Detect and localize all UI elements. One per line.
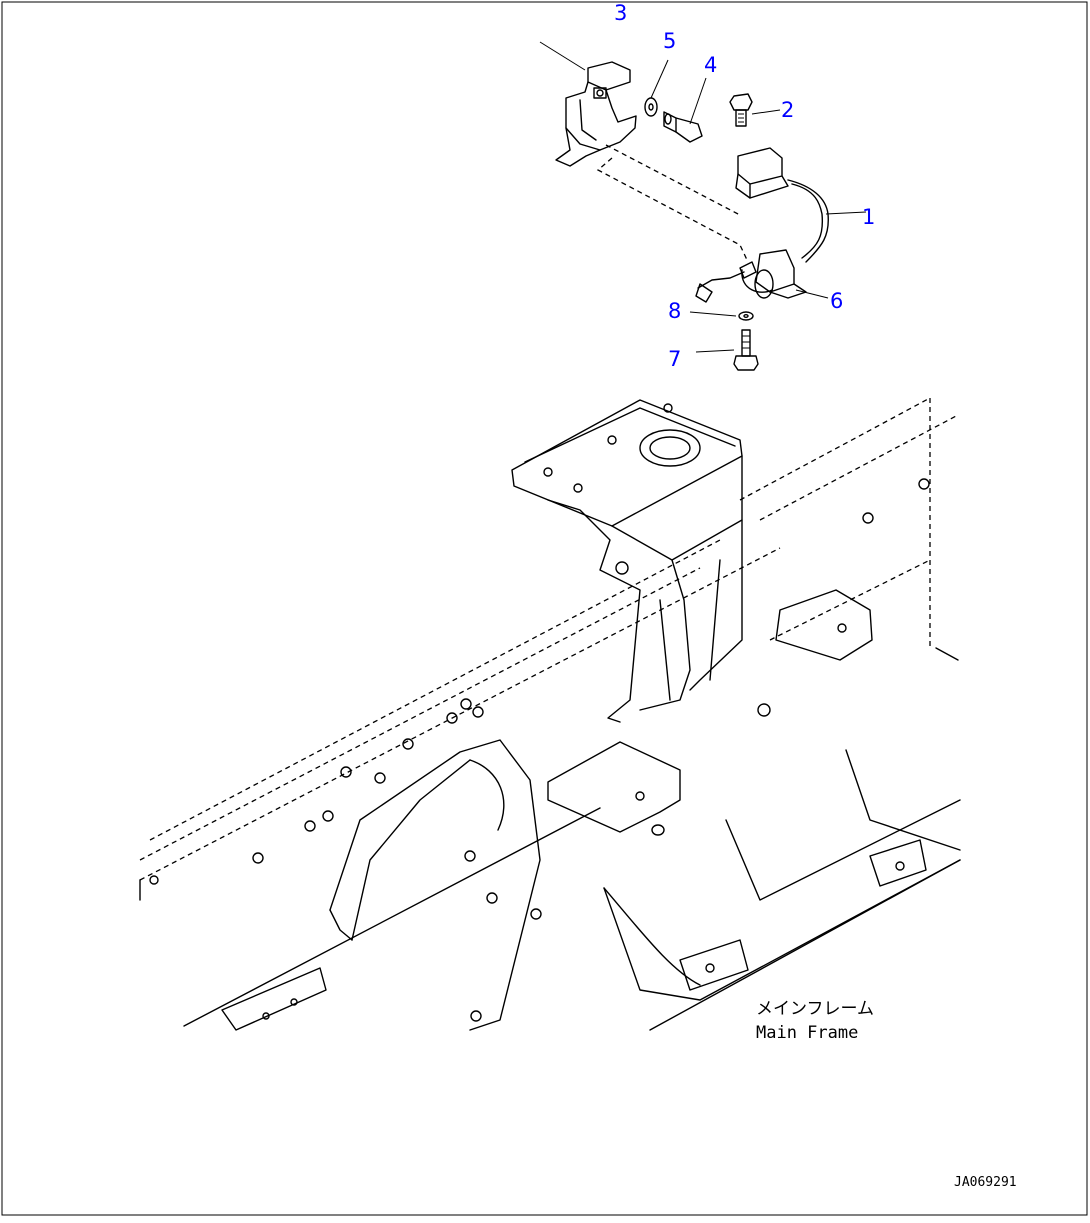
nut-part-2 (729, 93, 781, 127)
main-frame (139, 397, 961, 1031)
washer-part-8 (689, 311, 754, 321)
sensor-head-part-6 (695, 249, 829, 303)
frame-label-japanese: メインフレーム (756, 999, 874, 1019)
bracket-part-3 (539, 41, 749, 263)
frame-label-english: Main Frame (756, 1023, 858, 1043)
bolt-part-4 (663, 77, 707, 143)
callout-5: 5 (663, 29, 676, 53)
callout-7: 7 (668, 347, 681, 371)
sensor-part-1 (735, 147, 867, 263)
washer-part-5 (644, 59, 669, 117)
frame-bolts (149, 478, 930, 1022)
drawing-code: JA069291 (954, 1175, 1017, 1190)
callout-2: 2 (781, 98, 794, 122)
callout-6: 6 (830, 289, 843, 313)
callout-8: 8 (668, 299, 681, 323)
callout-4: 4 (704, 53, 717, 77)
callout-3: 3 (614, 1, 627, 25)
callout-1: 1 (862, 205, 875, 229)
bolt-part-7 (695, 329, 759, 371)
